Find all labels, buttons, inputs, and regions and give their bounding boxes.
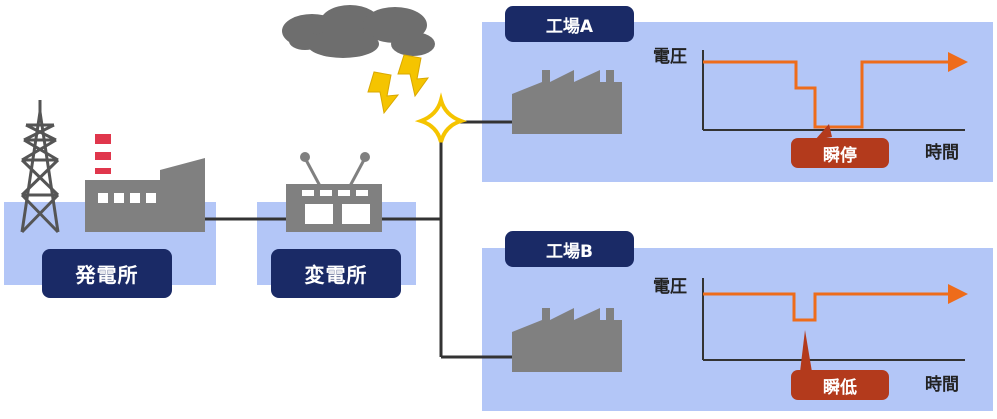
chart-b-axes xyxy=(702,278,965,361)
cloud-icon xyxy=(282,5,435,58)
chart-b-y-label: 電圧 xyxy=(653,277,687,297)
transmission-tower-icon xyxy=(20,100,60,234)
power-plant-label: 発電所 xyxy=(42,249,172,298)
substation-icon xyxy=(286,152,382,232)
chart-b-voltage-line xyxy=(703,292,950,322)
event-a-badge: 瞬停 xyxy=(791,138,889,168)
event-b-pointer xyxy=(800,330,812,372)
power-lines xyxy=(200,120,512,359)
chart-a-x-label: 時間 xyxy=(925,143,959,163)
chart-a-y-label: 電圧 xyxy=(653,47,687,67)
lightning-bolt-icon xyxy=(397,54,430,98)
factory-b-label: 工場B xyxy=(505,231,634,267)
chart-a-arrowhead xyxy=(948,52,968,72)
event-b-badge: 瞬低 xyxy=(791,370,889,400)
lightning-bolt-icon xyxy=(367,71,400,115)
power-plant-icon xyxy=(85,134,205,232)
event-a-pointer xyxy=(815,124,832,140)
spark-icon xyxy=(414,92,468,143)
chart-b-arrowhead xyxy=(948,284,968,304)
chart-b-x-label: 時間 xyxy=(925,375,959,395)
factory-a-label: 工場A xyxy=(505,6,634,42)
chart-a-voltage-line xyxy=(703,60,950,129)
factory-b-icon xyxy=(512,308,622,372)
substation-label: 変電所 xyxy=(271,249,401,298)
factory-a-icon xyxy=(512,70,622,134)
